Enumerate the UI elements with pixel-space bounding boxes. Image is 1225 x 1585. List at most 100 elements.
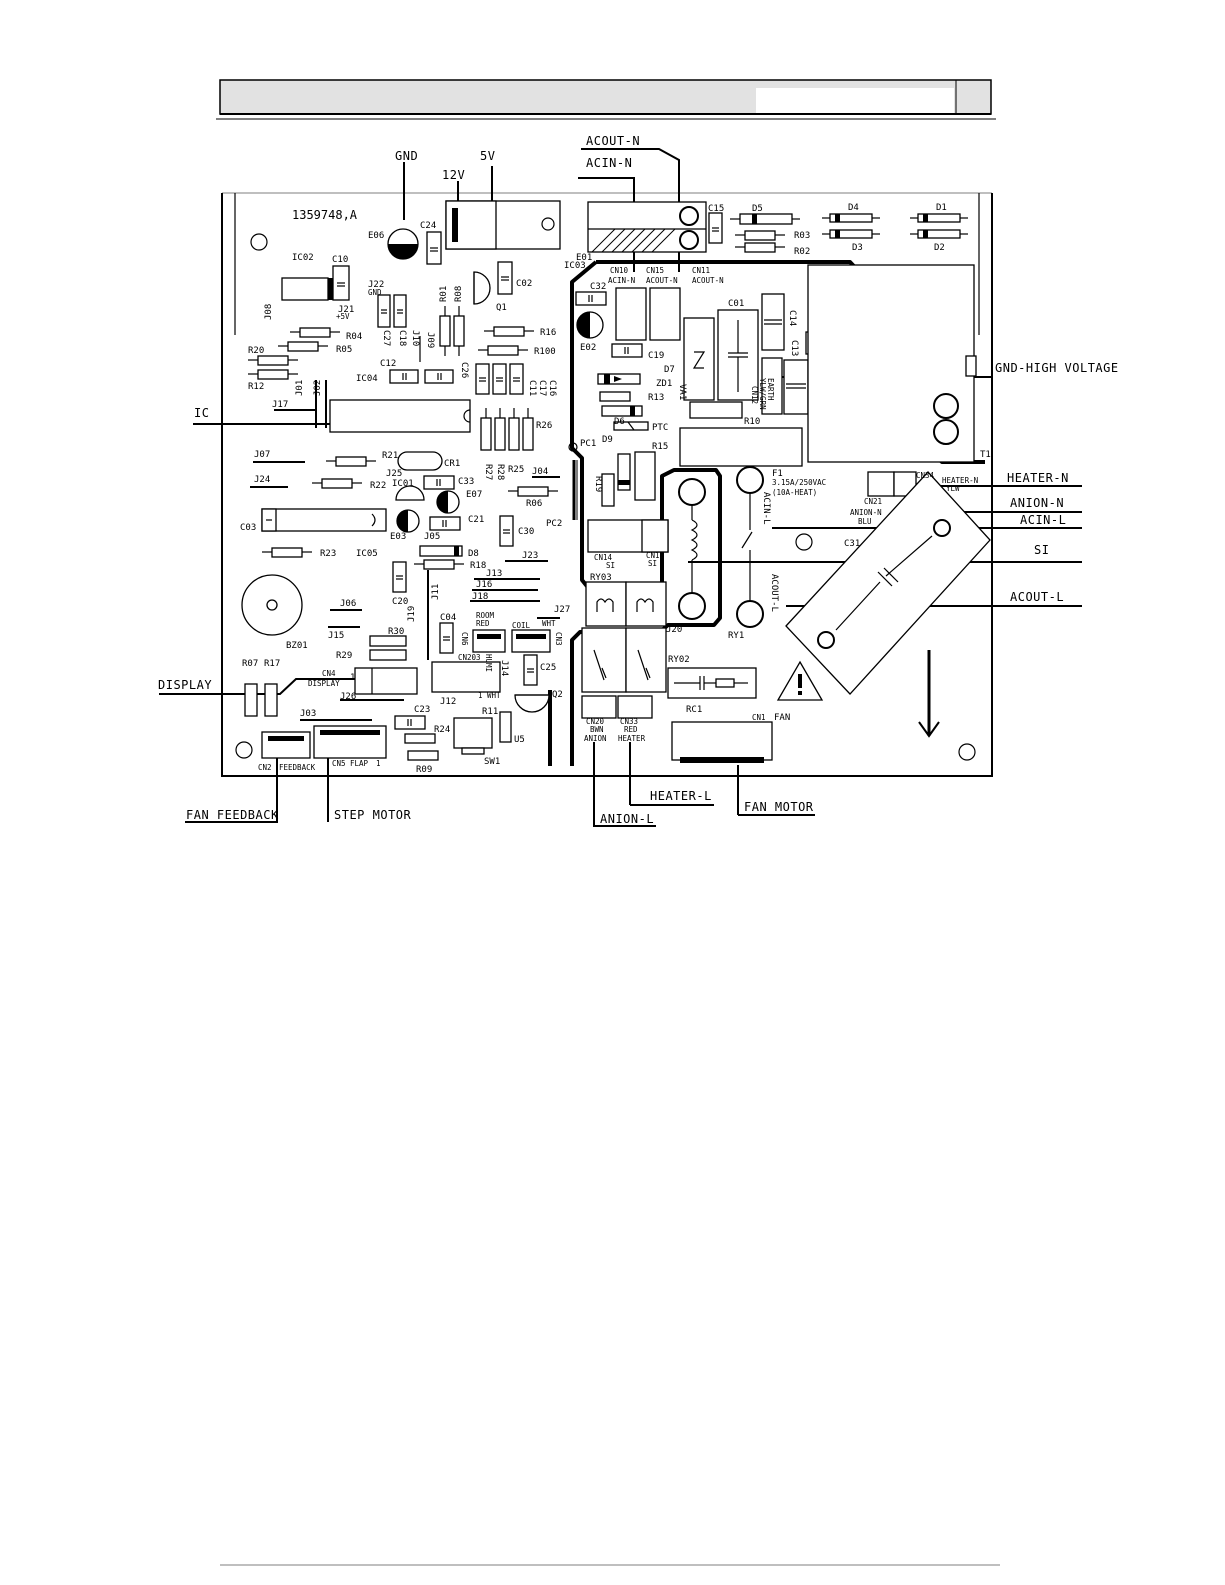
label-room: ROOM xyxy=(476,611,495,620)
label-d7: D7 xyxy=(664,365,675,375)
label-r11: R11 xyxy=(482,707,498,717)
label-j19: J19 xyxy=(407,606,417,622)
label-ic04: IC04 xyxy=(356,374,378,384)
label-zd1: ZD1 xyxy=(656,379,672,389)
label-j10: J10 xyxy=(410,330,420,346)
label-heater-n: HEATER-N xyxy=(1007,471,1069,485)
label-anion-n: ANION-N xyxy=(1010,496,1064,510)
label-q1: Q1 xyxy=(496,303,507,313)
main-ic xyxy=(329,399,471,433)
label-j14: J14 xyxy=(499,660,509,676)
label-d3: D3 xyxy=(852,243,863,253)
label-j23: J23 xyxy=(522,551,538,561)
label-humi: HUMI xyxy=(484,654,493,672)
label-c14: C14 xyxy=(787,310,797,326)
label-gnd-high-voltage: GND-HIGH VOLTAGE xyxy=(995,361,1119,375)
label-bz01: BZ01 xyxy=(286,641,308,651)
label-anion-l: ANION-L xyxy=(600,812,654,826)
label-d4: D4 xyxy=(848,203,859,213)
label-gnd: GND xyxy=(395,149,418,163)
label-cn11: CN11 xyxy=(692,266,710,275)
label-c30: C30 xyxy=(518,527,534,537)
label-gnd: GND xyxy=(368,288,382,297)
label-cn2: CN2 xyxy=(258,763,272,772)
label-ylw: YLW xyxy=(946,484,960,493)
label-r05: R05 xyxy=(336,345,352,355)
label-ry02: RY02 xyxy=(668,655,690,665)
label-c02: C02 xyxy=(516,279,532,289)
label-acout-n: ACOUT-N xyxy=(586,134,640,148)
label-t1: T1 xyxy=(980,450,991,460)
label-j09: J09 xyxy=(425,332,435,348)
label-display: DISPLAY xyxy=(158,678,212,692)
label-d1: D1 xyxy=(936,203,947,213)
label-pc1: PC1 xyxy=(580,439,596,449)
label-j01: J01 xyxy=(295,380,305,396)
label-cn21: CN21 xyxy=(864,497,882,506)
label-j02: J02 xyxy=(313,380,323,396)
label-r19: R19 xyxy=(593,476,603,492)
label-e01: E01 xyxy=(576,253,592,263)
label-cr1: CR1 xyxy=(444,459,460,469)
label-acin-n: ACIN-N xyxy=(586,156,632,170)
label-c01: C01 xyxy=(728,299,744,309)
top-components xyxy=(387,200,968,265)
label-r01: R01 xyxy=(439,286,449,302)
label-j04: J04 xyxy=(532,467,548,477)
label-c17: C17 xyxy=(537,380,547,396)
label-cn20: CN20 xyxy=(586,717,605,726)
label-red: RED xyxy=(476,619,490,628)
label-r15: R15 xyxy=(652,442,668,452)
label-r17: R17 xyxy=(264,659,280,669)
label-anion: ANION xyxy=(584,734,607,743)
label-acout-l: ACOUT-L xyxy=(1010,590,1064,604)
label-heater-l: HEATER-L xyxy=(650,789,712,803)
label-blu: BLU xyxy=(858,517,872,526)
label-ic05: IC05 xyxy=(356,549,378,559)
label-e02: E02 xyxy=(580,343,596,353)
label-r24: R24 xyxy=(434,725,450,735)
label-c13: C13 xyxy=(789,340,799,356)
label-r100: R100 xyxy=(534,347,556,357)
label-acin-l: ACIN-L xyxy=(761,492,771,525)
mid-left-components xyxy=(241,336,560,761)
label-step-motor: STEP MOTOR xyxy=(334,808,412,822)
label-r28: R28 xyxy=(495,464,505,480)
label-c18: C18 xyxy=(397,330,407,346)
label-c20: C20 xyxy=(392,597,408,607)
label-anion-n: ANION-N xyxy=(850,508,882,517)
label-flap1: 1 xyxy=(376,759,381,768)
label-j13: J13 xyxy=(486,569,502,579)
label-r09: R09 xyxy=(416,765,432,775)
label-j08: J08 xyxy=(264,304,274,320)
label-j05: J05 xyxy=(424,532,440,542)
label-acout-n2: ACOUT-N xyxy=(692,276,724,285)
label-j07: J07 xyxy=(254,450,270,460)
label-pc2: PC2 xyxy=(546,519,562,529)
label-d2: D2 xyxy=(934,243,945,253)
label-ic: IC xyxy=(194,406,209,420)
label-cn5: CN5 xyxy=(332,759,346,768)
label-c24: C24 xyxy=(420,221,436,231)
label-c33: C33 xyxy=(458,477,474,487)
label-r04: R04 xyxy=(346,332,362,342)
label-cn4: CN4 xyxy=(322,669,336,678)
page-header xyxy=(216,79,996,120)
label-5v: 5V xyxy=(480,149,495,163)
label-c11: C11 xyxy=(527,380,537,396)
label-e06: E06 xyxy=(368,231,384,241)
label-cn15: CN15 xyxy=(646,266,664,275)
label-d9: D9 xyxy=(602,435,613,445)
label-c23: C23 xyxy=(414,705,430,715)
label-j26: J26 xyxy=(340,692,356,702)
label-d6: D6 xyxy=(614,417,625,427)
label-r16: R16 xyxy=(540,328,556,338)
label-r29: R29 xyxy=(336,651,352,661)
label-r23: R23 xyxy=(320,549,336,559)
label-e03: E03 xyxy=(390,532,406,542)
label-ry1: RY1 xyxy=(728,631,744,641)
label-si2: SI xyxy=(648,559,657,568)
label-acin-n: ACIN-N xyxy=(608,276,635,285)
label-acin-l: ACIN-L xyxy=(1020,513,1066,527)
